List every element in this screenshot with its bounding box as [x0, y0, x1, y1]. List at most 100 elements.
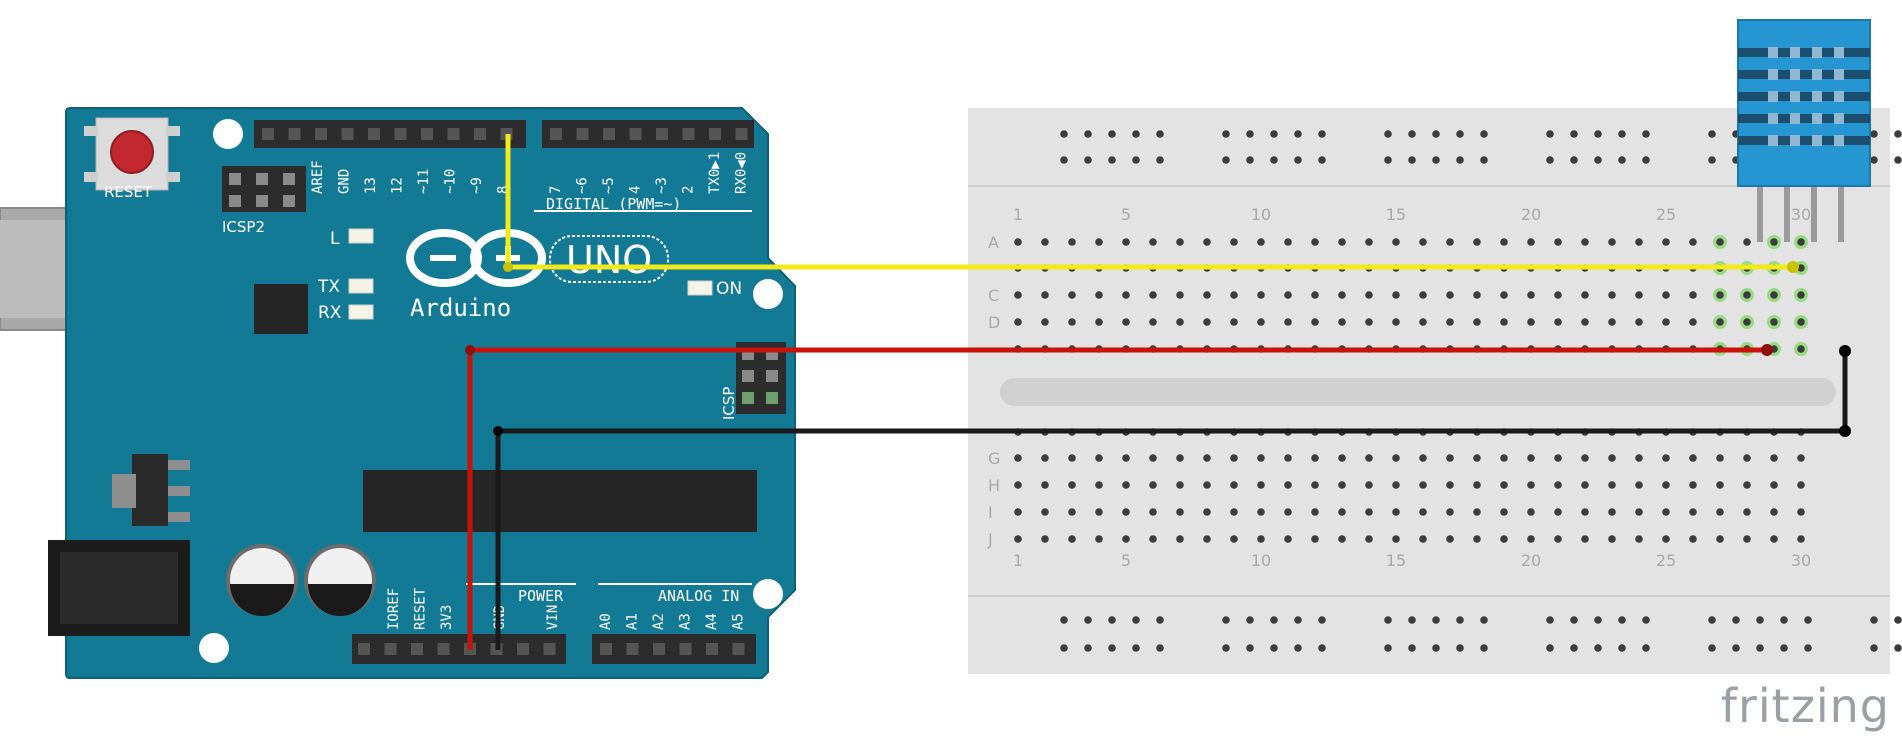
rail-hole — [1408, 156, 1416, 164]
rail-hole — [1456, 130, 1464, 138]
breadboard-hole — [1311, 508, 1319, 516]
rail-hole — [1594, 156, 1602, 164]
center-channel — [1000, 378, 1836, 406]
icsp2-header — [222, 166, 306, 212]
rail-hole — [1570, 644, 1578, 652]
breadboard-hole — [1473, 481, 1481, 489]
column-number: 25 — [1656, 551, 1676, 570]
breadboard-hole — [1473, 535, 1481, 543]
rail-hole — [1294, 156, 1302, 164]
breadboard-hole — [1284, 291, 1292, 299]
breadboard-hole — [1338, 318, 1346, 326]
power-pin-label: 3V3 — [439, 605, 455, 630]
header-hole — [262, 128, 274, 140]
breadboard-hole — [1554, 238, 1562, 246]
column-number: 20 — [1521, 551, 1541, 570]
led-rx-label: RX — [318, 303, 342, 323]
breadboard-hole — [1419, 508, 1427, 516]
rail-hole — [1642, 156, 1650, 164]
breadboard-hole — [1176, 508, 1184, 516]
rail-hole — [1570, 130, 1578, 138]
reset-button-leg — [166, 126, 180, 136]
breadboard-hole — [1500, 318, 1508, 326]
reset-label: RESET — [104, 183, 153, 201]
rail-hole — [1222, 644, 1230, 652]
analog-header — [592, 634, 756, 664]
rail-hole — [1246, 130, 1254, 138]
rail-hole — [1456, 156, 1464, 164]
breadboard-hole — [1446, 481, 1454, 489]
led-rx — [348, 304, 374, 320]
mounting-hole — [213, 119, 243, 149]
breadboard-hole — [1662, 318, 1670, 326]
rail-hole — [1594, 616, 1602, 624]
rail-hole — [1132, 156, 1140, 164]
rail-hole — [1642, 644, 1650, 652]
breadboard-hole — [1311, 481, 1319, 489]
rail-hole — [1084, 130, 1092, 138]
icsp-pin — [742, 392, 754, 404]
rail-hole — [1756, 616, 1764, 624]
breadboard-hole — [1176, 535, 1184, 543]
breadboard-hole — [1527, 508, 1535, 516]
rail-hole — [1108, 130, 1116, 138]
row-label: H — [988, 476, 1000, 495]
breadboard-hole — [1014, 454, 1022, 462]
capacitor — [226, 544, 298, 616]
breadboard-hole — [1446, 508, 1454, 516]
digital-pin-label: ~5 — [601, 177, 617, 194]
breadboard-hole — [1122, 454, 1130, 462]
header-hole — [411, 643, 423, 655]
reset-button[interactable] — [110, 130, 154, 174]
rail-hole — [1870, 156, 1878, 164]
icsp-pin — [766, 392, 778, 404]
board-outline — [65, 107, 796, 679]
breadboard-hole — [1689, 291, 1697, 299]
rail-hole — [1870, 130, 1878, 138]
breadboard-hole — [1311, 238, 1319, 246]
fritzing-watermark: fritzing — [1720, 679, 1890, 733]
column-number: 30 — [1791, 205, 1811, 224]
digital-pin-label: AREF — [310, 160, 326, 194]
grille-bar — [1738, 92, 1870, 101]
rail-hole — [1594, 130, 1602, 138]
breadboard-hole — [1311, 535, 1319, 543]
reset-button-leg — [84, 126, 98, 136]
breadboard-hole — [1716, 291, 1724, 299]
breadboard-hole — [1230, 454, 1238, 462]
rail-hole — [1246, 156, 1254, 164]
arduino-logo: UNO Arduino — [406, 229, 669, 322]
grille-slot — [1768, 113, 1778, 124]
breadboard-hole — [1392, 535, 1400, 543]
rail-hole — [1060, 130, 1068, 138]
digital-label: DIGITAL (PWM=~) — [546, 195, 681, 213]
column-number: 1 — [1013, 205, 1023, 224]
column-number: 30 — [1791, 551, 1811, 570]
breadboard-hole — [1041, 454, 1049, 462]
breadboard-hole — [1176, 291, 1184, 299]
wire-signal-end — [1787, 261, 1799, 273]
breadboard-hole — [1554, 508, 1562, 516]
breadboard-hole — [1014, 238, 1022, 246]
rail-hole — [1546, 644, 1554, 652]
breadboard-hole — [1284, 238, 1292, 246]
breadboard-hole — [1797, 508, 1805, 516]
grille-bar — [1738, 70, 1870, 79]
grille-slot — [1834, 91, 1844, 102]
rail-hole — [1570, 616, 1578, 624]
breadboard-hole — [1365, 535, 1373, 543]
wire-signal-end — [503, 262, 513, 272]
header-hole — [394, 128, 407, 140]
breadboard-hole — [1770, 481, 1778, 489]
breadboard-hole — [1392, 508, 1400, 516]
breadboard-hole — [1581, 454, 1589, 462]
rail-hole — [1708, 156, 1716, 164]
breadboard-hole — [1500, 238, 1508, 246]
power-rails — [1060, 130, 1902, 652]
wire-ground-end — [493, 426, 503, 436]
breadboard-hole — [1608, 508, 1616, 516]
breadboard-hole — [1662, 508, 1670, 516]
breadboard-hole — [1797, 264, 1805, 272]
breadboard-hole — [1095, 291, 1103, 299]
